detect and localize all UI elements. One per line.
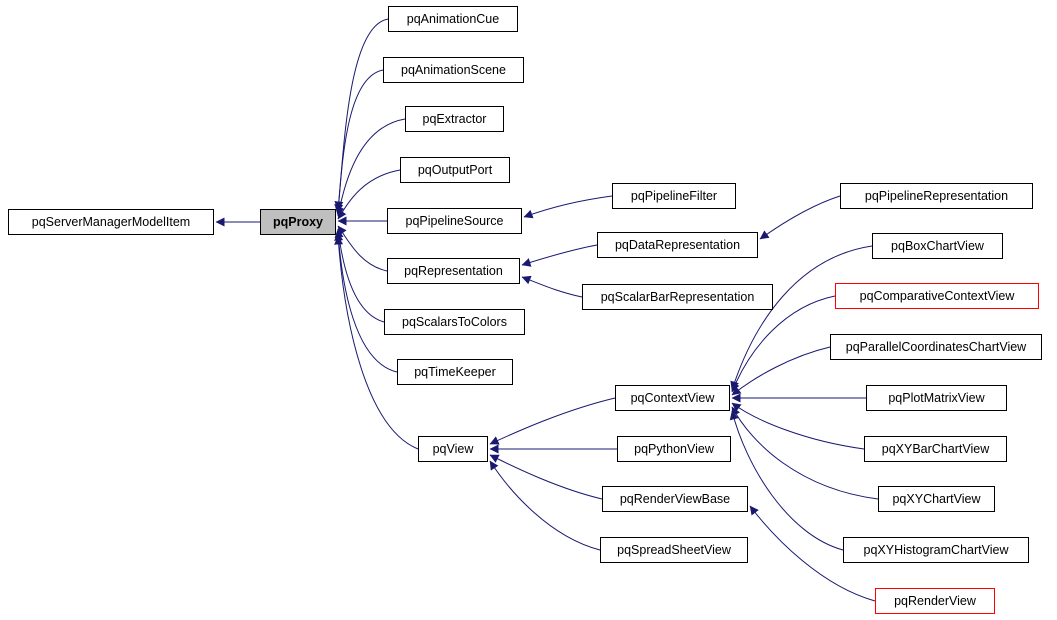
edge-pqxyhistogramchartview-pqcontextview (729, 410, 844, 551)
edge-pqrenderviewbase-pqview (489, 454, 603, 500)
edge-pqanimationcue-pqproxy (334, 18, 389, 211)
node-pq-python-view[interactable]: pqPythonView (617, 436, 731, 462)
edge-pqview-pqproxy (334, 235, 419, 450)
edge-pqcontextview-pqview (489, 397, 616, 445)
node-pq-animation-cue[interactable]: pqAnimationCue (388, 6, 518, 32)
node-pq-scalars-to-colors[interactable]: pqScalarsToColors (384, 309, 525, 335)
edge-pqspreadsheetview-pqview (489, 460, 601, 551)
node-pq-context-view[interactable]: pqContextView (615, 385, 730, 411)
node-pq-render-view[interactable]: pqRenderView (875, 588, 995, 614)
node-pq-representation[interactable]: pqRepresentation (387, 258, 520, 284)
edge-pqpipelinefilter-pqpipelinesource (523, 195, 613, 219)
edge-pqrenderview-pqrenderviewbase (749, 505, 876, 602)
node-pq-pipeline-source[interactable]: pqPipelineSource (387, 208, 522, 234)
node-pq-comparative-context-view[interactable]: pqComparativeContextView (835, 283, 1039, 309)
edge-pqparallelcoordinateschartview-pqcontextview (731, 346, 831, 396)
node-pq-spread-sheet-view[interactable]: pqSpreadSheetView (600, 537, 748, 563)
node-pq-render-view-base[interactable]: pqRenderViewBase (602, 486, 748, 512)
node-pq-xy-chart-view[interactable]: pqXYChartView (878, 486, 995, 512)
node-pq-extractor[interactable]: pqExtractor (405, 106, 504, 132)
edge-pqextractor-pqproxy (335, 118, 406, 217)
edge-pqtimekeeper-pqproxy (334, 231, 398, 373)
edge-pqscalarstocolors-pqproxy (334, 228, 385, 323)
node-pq-view[interactable]: pqView (418, 436, 488, 462)
edge-pqcomparativecontextview-pqcontextview (731, 295, 836, 393)
node-pq-pipeline-representation[interactable]: pqPipelineRepresentation (840, 183, 1033, 209)
edge-pqxychartview-pqcontextview (731, 406, 879, 500)
node-pq-xy-bar-chart-view[interactable]: pqXYBarChartView (864, 436, 1007, 462)
edge-pqdatarepresentation-pqrepresentation (521, 244, 598, 267)
node-pq-output-port[interactable]: pqOutputPort (400, 157, 510, 183)
edge-pqscalarbarrepresentation-pqrepresentation (521, 275, 583, 298)
edge-pqpipelinerepresentation-pqdatarepresentation (759, 195, 841, 240)
node-pq-xy-histogram-chart-view[interactable]: pqXYHistogramChartView (843, 537, 1029, 563)
node-pq-animation-scene[interactable]: pqAnimationScene (383, 57, 524, 83)
node-pq-box-chart-view[interactable]: pqBoxChartView (872, 233, 1003, 259)
node-pq-proxy: pqProxy (260, 209, 336, 235)
node-pq-time-keeper[interactable]: pqTimeKeeper (397, 359, 513, 385)
node-pq-pipeline-filter[interactable]: pqPipelineFilter (612, 183, 736, 209)
edge-pqoutputport-pqproxy (337, 169, 401, 220)
node-pq-parallel-coordinates-chart-view[interactable]: pqParallelCoordinatesChartView (830, 334, 1042, 360)
node-pq-scalar-bar-representation[interactable]: pqScalarBarRepresentation (582, 284, 773, 310)
node-pq-data-representation[interactable]: pqDataRepresentation (597, 232, 758, 258)
node-pq-server-manager-model-item[interactable]: pqServerManagerModelItem (8, 209, 214, 235)
edge-pqxybarchartview-pqcontextview (731, 402, 865, 450)
node-pq-plot-matrix-view[interactable]: pqPlotMatrixView (866, 385, 1007, 411)
edge-pqboxchartview-pqcontextview (730, 245, 873, 391)
edge-pqanimationscene-pqproxy (334, 69, 384, 214)
edge-pqrepresentation-pqproxy (337, 225, 388, 272)
